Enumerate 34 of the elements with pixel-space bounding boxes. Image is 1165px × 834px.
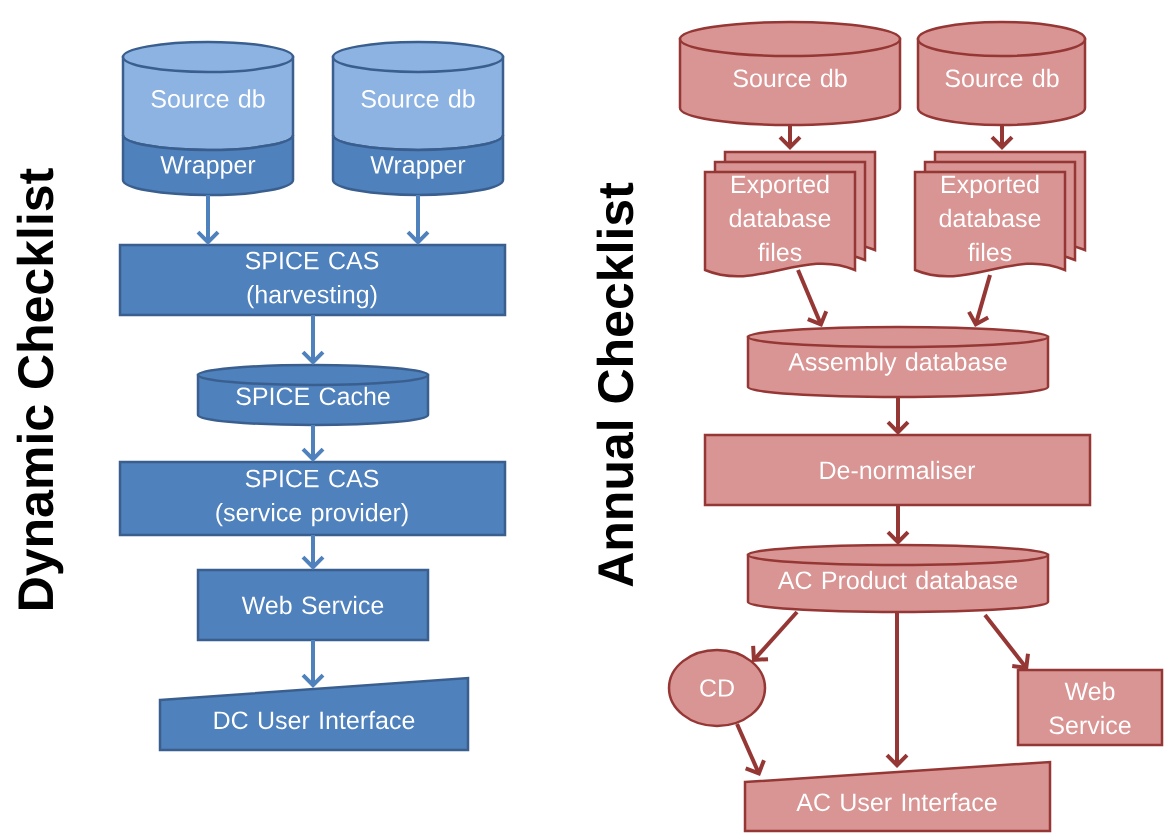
process-box: SPICE CAS (harvesting) <box>118 243 507 317</box>
database-cylinder: Source db Wrapper <box>121 40 295 197</box>
arrow <box>301 640 325 688</box>
arrow <box>885 612 909 768</box>
arrow <box>967 274 992 327</box>
arrow <box>983 613 1030 670</box>
arrow <box>751 610 799 662</box>
arrow <box>990 125 1014 150</box>
arrow <box>196 195 220 245</box>
database-cylinder: Source db Wrapper <box>331 40 505 197</box>
database-cylinder: Assembly database <box>746 325 1050 399</box>
arrow <box>301 535 325 570</box>
side-title: Annual Checklist <box>596 182 634 587</box>
node-label: Wrapper <box>160 156 256 179</box>
database-cylinder: Source db <box>678 20 902 127</box>
process-box: Web Service <box>1016 668 1164 747</box>
database-cylinder: Source db <box>916 20 1087 127</box>
arrow <box>796 269 829 327</box>
arrow <box>735 723 766 776</box>
process-box: De-normaliser <box>703 433 1092 507</box>
process-box: Web Service <box>196 568 430 642</box>
database-cylinder: SPICE Cache <box>196 363 430 427</box>
arrow <box>886 505 910 545</box>
arrow <box>301 425 325 462</box>
arrow <box>886 397 910 435</box>
arrow <box>301 315 325 365</box>
arrow <box>778 125 802 150</box>
side-title: Dynamic Checklist <box>16 168 64 609</box>
document-stack: Exported database files <box>703 150 877 278</box>
database-cylinder: AC Product database <box>746 543 1050 614</box>
node-label: Wrapper <box>370 156 466 179</box>
document-stack: Exported database files <box>913 150 1087 278</box>
process-box: SPICE CAS (service provider) <box>118 460 507 537</box>
arrow <box>406 195 430 245</box>
